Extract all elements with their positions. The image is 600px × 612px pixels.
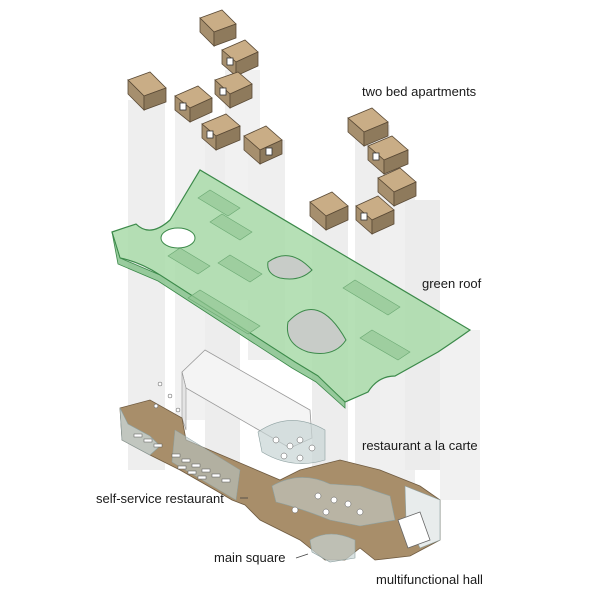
roof-opening-small <box>160 227 196 249</box>
apartment-box <box>127 71 167 111</box>
apartment-box <box>347 107 389 147</box>
apartment-box <box>221 39 259 77</box>
apartment-box <box>243 125 283 165</box>
label-green-roof: green roof <box>422 276 482 291</box>
roof-opening-large <box>286 309 347 354</box>
apartment-box <box>214 71 253 109</box>
roof-opening-medium <box>267 255 313 280</box>
green-roof <box>111 169 472 409</box>
leader-lines <box>240 497 309 559</box>
apartment-box <box>174 85 213 123</box>
label-two-bed-apartments: two bed apartments <box>362 84 477 99</box>
tables <box>133 381 364 516</box>
apartment-box <box>377 167 417 207</box>
apartment-box <box>309 191 349 231</box>
apartment-boxes <box>127 9 417 235</box>
apartment-box <box>201 113 241 151</box>
apartment-box <box>355 195 395 235</box>
label-self-service-restaurant: self-service restaurant <box>96 491 224 506</box>
apartment-box <box>367 135 409 175</box>
label-main-square: main square <box>214 550 286 565</box>
label-restaurant-a-la-carte: restaurant a la carte <box>362 438 478 453</box>
label-multifunctional-hall: multifunctional hall <box>376 572 483 587</box>
ground-floor <box>119 349 441 563</box>
apartment-box <box>199 9 237 47</box>
